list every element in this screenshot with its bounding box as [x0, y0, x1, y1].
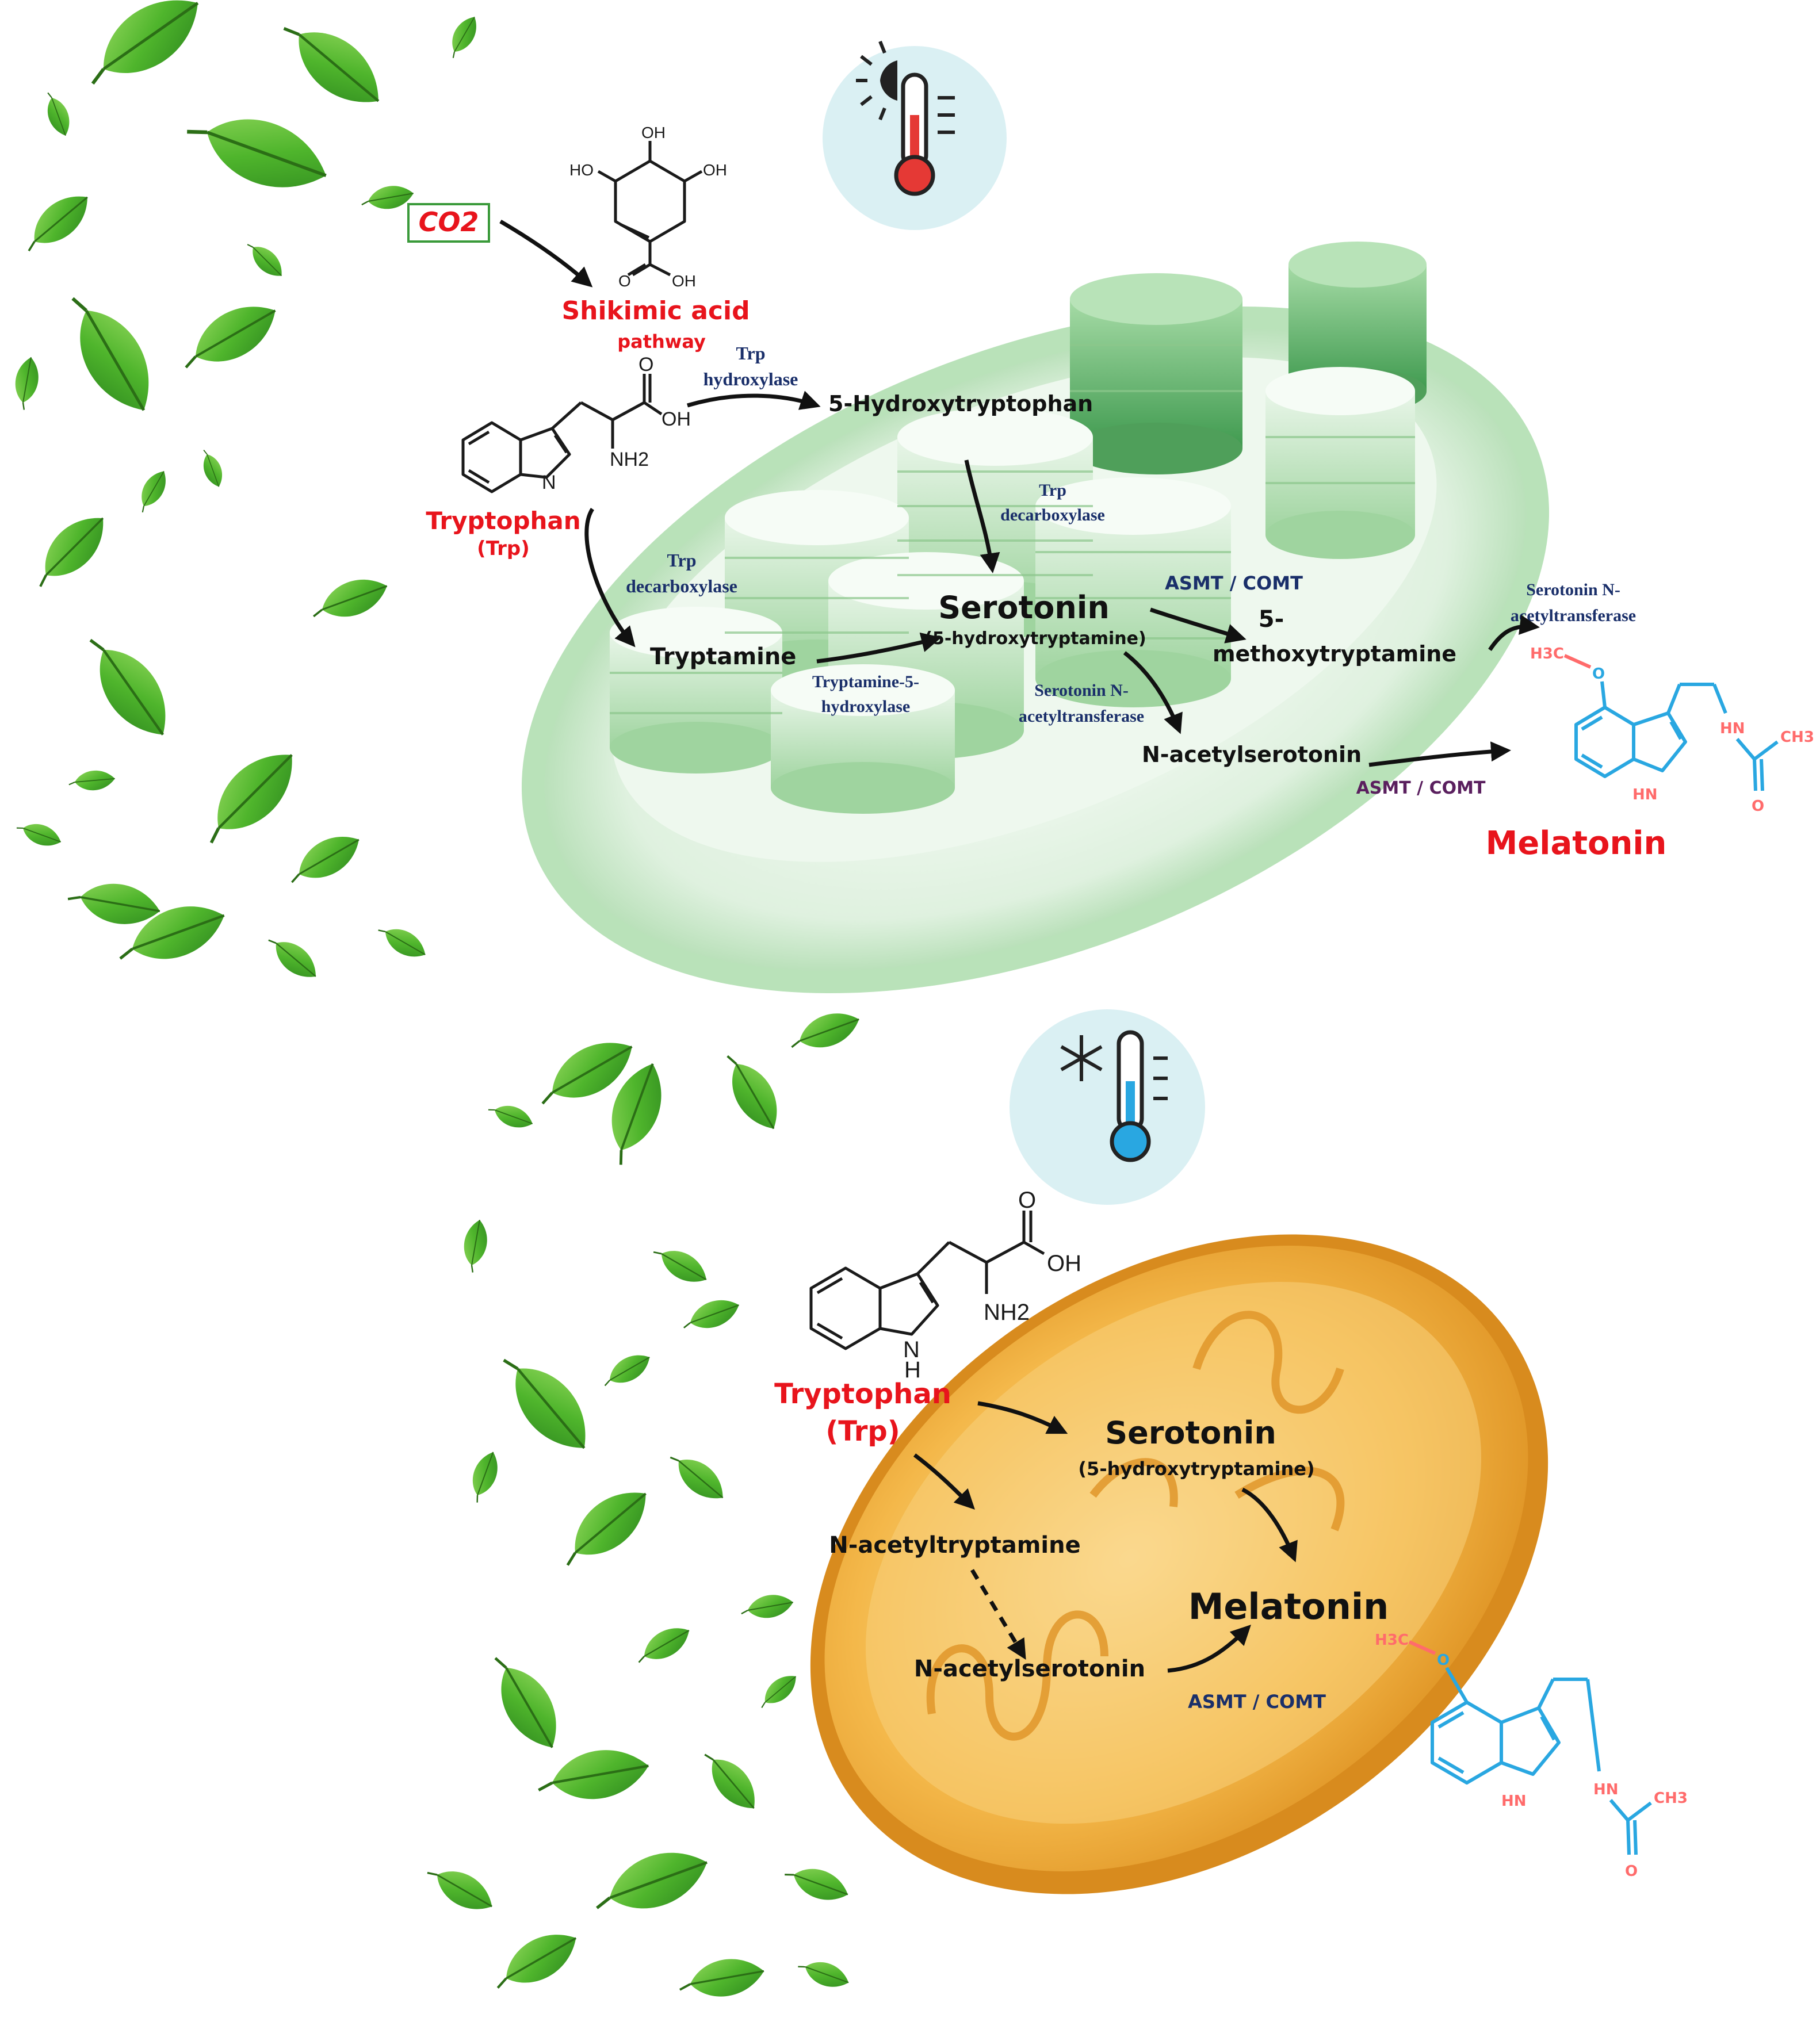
- serotonin-label-bottom: Serotonin: [1105, 1415, 1276, 1451]
- granum-stack: [771, 664, 955, 814]
- serotonin-sub-top: (5-hydroxytryptamine): [924, 629, 1146, 649]
- trp-top-oh: OH: [662, 408, 691, 430]
- chloroplast-illustration: [521, 242, 1550, 994]
- trp-bottom-nh2: NH2: [984, 1300, 1030, 1325]
- arrow-nas-to-melatonin-bottom: [1167, 1625, 1251, 1673]
- mel-top-h3c: H3C: [1530, 645, 1564, 663]
- thermometer-sun-icon: [823, 40, 1007, 230]
- trp-decarboxylase-left-line2: decarboxylase: [626, 576, 737, 596]
- mel-bottom-ch3: CH3: [1654, 1790, 1688, 1807]
- trp-abbr-top: (Trp): [477, 537, 530, 560]
- arrow-tryptamine-to-serotonin: [816, 632, 942, 664]
- snat-mid-line2: acetyltransferase: [1019, 707, 1144, 726]
- mel-top-ch3: CH3: [1780, 729, 1814, 746]
- arrow-trp-to-serotonin-bottom: [977, 1401, 1068, 1434]
- arrow-serotonin-to-melatonin-bottom: [1241, 1487, 1298, 1563]
- granum-stack: [610, 607, 782, 774]
- trp-bottom-o: O: [1018, 1188, 1036, 1213]
- methoxytryptamine-line2: methoxytryptamine: [1213, 641, 1456, 667]
- trp-bottom-n: N: [903, 1337, 920, 1362]
- mel-bottom-o: O: [1437, 1652, 1450, 1669]
- n-acetyltryptamine-label: N-acetyltryptamine: [829, 1532, 1080, 1559]
- tryptophan-structure-bottom: O OH NH2 N H: [809, 1188, 1081, 1383]
- arrow-nas-to-melatonin-top: [1368, 741, 1511, 767]
- trp-decarboxylase-mid-line2: decarboxylase: [1000, 506, 1105, 524]
- hydroxytryptophan-label: 5-Hydroxytryptophan: [828, 391, 1093, 416]
- n-acetylserotonin-label-bottom: N-acetylserotonin: [914, 1656, 1145, 1682]
- shikimic-acid-structure: OH HO OH O OH: [569, 124, 727, 290]
- arrow-serotonin-to-nas: [1123, 651, 1183, 734]
- mitochondrion-illustration: [810, 1234, 1548, 1894]
- tryptamine-label: Tryptamine: [650, 644, 796, 670]
- thermometer-snowflake-icon: [1010, 1009, 1205, 1205]
- granum-stack: [1265, 367, 1415, 559]
- snat-mid-line1: Serotonin N-: [1034, 681, 1129, 700]
- tryptamine-hydroxylase-line2: hydroxylase: [821, 697, 910, 716]
- shikimic-pathway-label: pathway: [617, 331, 706, 353]
- shikimic-ho-left: HO: [569, 161, 594, 179]
- n-acetylserotonin-label-top: N-acetylserotonin: [1142, 742, 1362, 767]
- granum-stack: [1070, 273, 1242, 474]
- tryptamine-hydroxylase-line1: Tryptamine-5-: [812, 672, 919, 691]
- bottom-leaf-decoration: [420, 1004, 866, 2005]
- snat-right-line2: acetyltransferase: [1511, 606, 1636, 625]
- tryptophan-structure-top: O OH NH2 N: [461, 354, 691, 493]
- trp-decarboxylase-left-line1: Trp: [667, 550, 697, 570]
- shikimic-oh-right: OH: [703, 161, 727, 179]
- melatonin-label-bottom: Melatonin: [1188, 1586, 1389, 1628]
- co2-label: CO2: [419, 206, 479, 238]
- melatonin-structure-bottom: H3C O HN HN CH3 O: [1375, 1632, 1688, 1880]
- mel-bottom-hn-ring: HN: [1501, 1793, 1527, 1810]
- asmt-comt-label-bottom: ASMT / COMT: [1188, 1691, 1326, 1713]
- arrow-trp-to-nat-bottom: [913, 1453, 975, 1510]
- trp-hydroxylase-line1: Trp: [736, 343, 766, 363]
- top-leaf-decoration: [10, 0, 484, 987]
- serotonin-sub-bottom: (5-hydroxytryptamine): [1078, 1458, 1314, 1480]
- arrow-5htp-to-serotonin: [964, 460, 1000, 573]
- methoxytryptamine-line1: 5-: [1259, 606, 1284, 633]
- trp-bottom-h: H: [904, 1357, 921, 1383]
- mel-top-hn-ring: HN: [1632, 786, 1658, 803]
- mel-bottom-o2: O: [1625, 1863, 1638, 1880]
- shikimic-oh-top: OH: [641, 124, 666, 141]
- tryptophan-label-bottom: Tryptophan: [774, 1378, 951, 1410]
- asmt-comt-label-1: ASMT / COMT: [1165, 572, 1303, 594]
- mel-top-hn: HN: [1720, 720, 1745, 737]
- melatonin-structure-top: H3C O HN HN CH3 O: [1530, 645, 1814, 815]
- co2-box: [407, 203, 490, 243]
- arrow-co2-to-shikimic: [499, 219, 593, 288]
- arrow-trp-to-5htp: [687, 390, 821, 410]
- serotonin-label-top: Serotonin: [938, 589, 1110, 626]
- asmt-comt-label-2: ASMT / COMT: [1356, 778, 1486, 798]
- snat-right-line1: Serotonin N-: [1526, 580, 1620, 599]
- trp-top-n: N: [542, 472, 556, 493]
- trp-top-nh2: NH2: [610, 449, 649, 470]
- mel-bottom-hn: HN: [1593, 1781, 1619, 1798]
- shikimic-o: O: [618, 272, 631, 290]
- granum-stack: [1035, 477, 1231, 707]
- mel-top-o2: O: [1752, 798, 1764, 815]
- arrow-5mt-to-melatonin: [1488, 615, 1540, 651]
- melatonin-label-top: Melatonin: [1486, 825, 1667, 862]
- trp-abbr-bottom: (Trp): [825, 1415, 900, 1448]
- shikimic-acid-label: Shikimic acid: [561, 296, 750, 326]
- mel-top-o: O: [1592, 665, 1605, 683]
- arrow-serotonin-to-5mt: [1149, 607, 1247, 644]
- trp-top-o: O: [638, 354, 653, 376]
- shikimic-oh-acid: OH: [672, 272, 696, 290]
- tryptophan-label-top: Tryptophan: [426, 507, 580, 535]
- arrow-trp-to-tryptamine: [584, 508, 636, 648]
- trp-decarboxylase-mid-line1: Trp: [1039, 481, 1066, 500]
- trp-bottom-oh: OH: [1047, 1251, 1081, 1276]
- mel-bottom-h3c: H3C: [1375, 1632, 1409, 1649]
- trp-hydroxylase-line2: hydroxylase: [703, 369, 798, 389]
- arrow-nat-to-nas-dashed: [970, 1569, 1026, 1660]
